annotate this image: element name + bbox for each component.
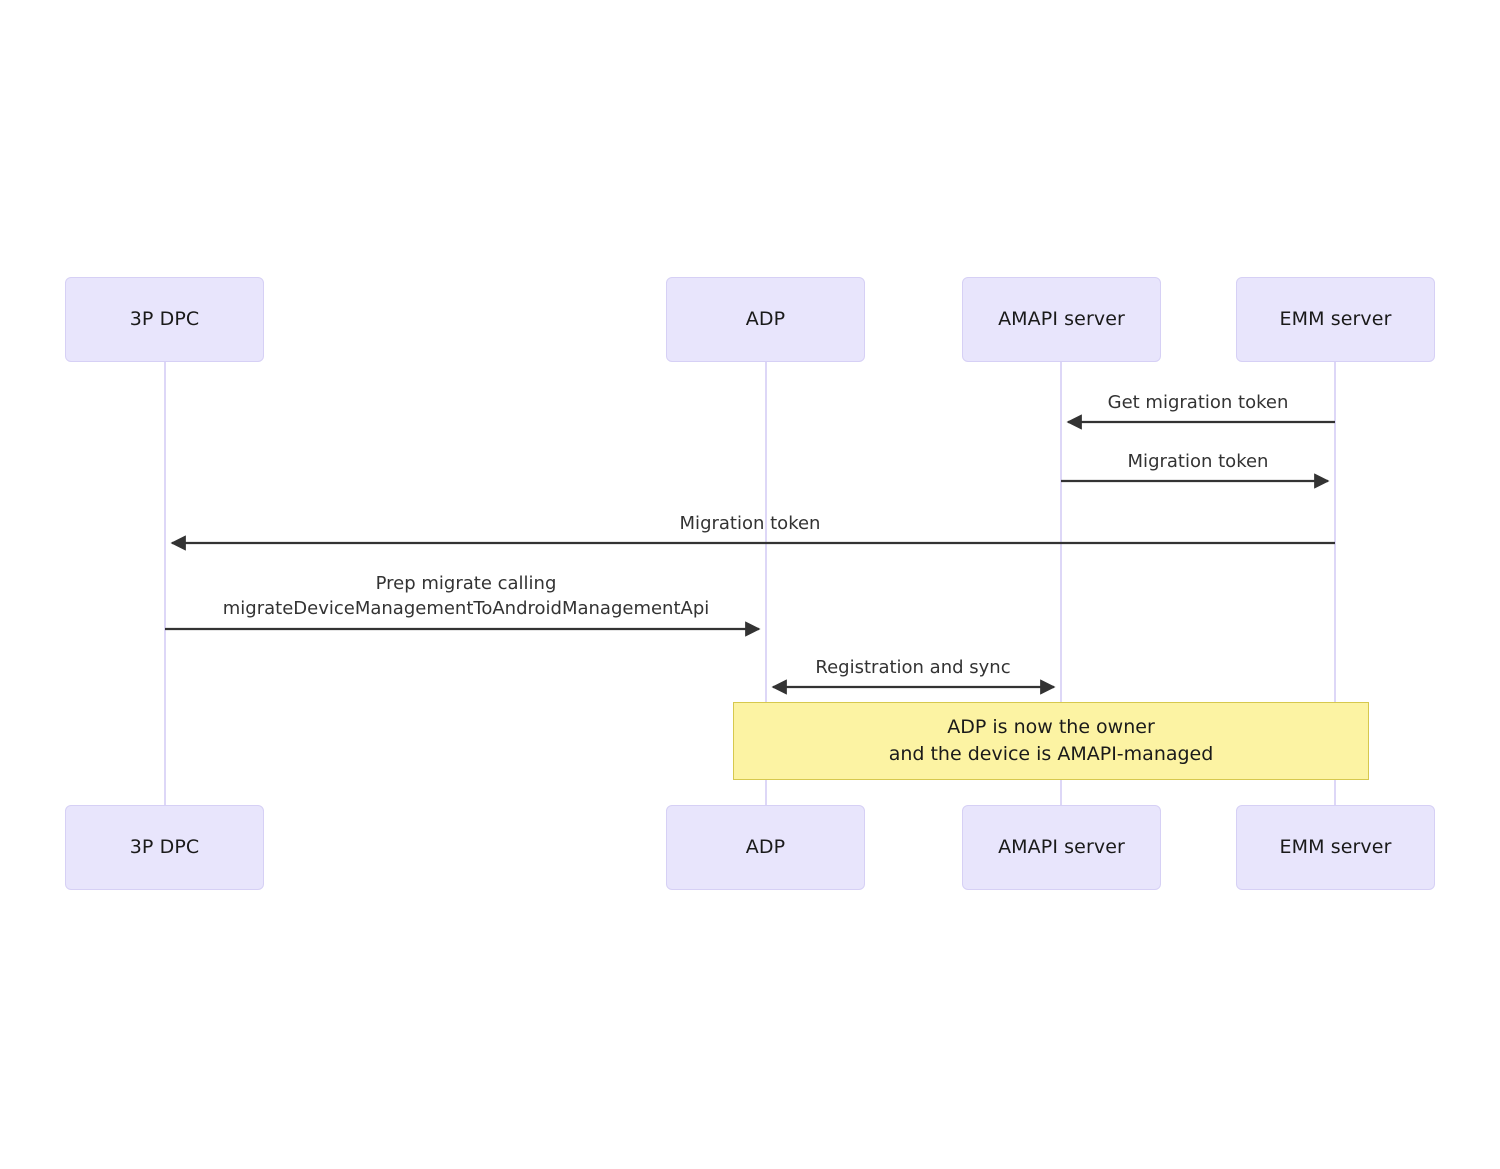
participant-box-top-amapi[interactable]: AMAPI server [962,277,1161,362]
lifeline-dpc [164,362,166,805]
participant-label: ADP [745,836,786,859]
message-text: Migration token [1127,451,1269,472]
message-label-prep-migrate: Prep migrate calling migrateDeviceManage… [223,571,710,621]
participant-box-top-emm[interactable]: EMM server [1236,277,1435,362]
participant-label: EMM server [1279,308,1392,331]
message-text-line1: Prep migrate calling [375,573,557,594]
lifeline-emm [1334,362,1336,805]
participant-box-bottom-emm[interactable]: EMM server [1236,805,1435,890]
note-adp-owner: ADP is now the owner and the device is A… [733,702,1369,780]
message-text-line2: migrateDeviceManagementToAndroidManageme… [222,598,710,619]
participant-box-bottom-dpc[interactable]: 3P DPC [65,805,264,890]
participant-label: ADP [745,308,786,331]
message-text: Migration token [679,513,821,534]
participant-label: AMAPI server [998,836,1125,859]
lifeline-amapi [1060,362,1062,805]
participant-label: 3P DPC [129,836,200,859]
participant-label: AMAPI server [998,308,1125,331]
participant-label: 3P DPC [129,308,200,331]
participant-box-top-adp[interactable]: ADP [666,277,865,362]
message-text: Registration and sync [815,657,1011,678]
note-line-2: and the device is AMAPI-managed [888,743,1214,765]
participant-box-bottom-amapi[interactable]: AMAPI server [962,805,1161,890]
message-label-migration-token-dpc: Migration token [680,511,821,536]
message-label-get-migration-token: Get migration token [1108,390,1289,415]
lifeline-adp [765,362,767,805]
participant-box-top-dpc[interactable]: 3P DPC [65,277,264,362]
message-label-migration-token-emm: Migration token [1128,449,1269,474]
message-label-registration-and-sync: Registration and sync [815,655,1010,680]
message-text: Get migration token [1107,392,1289,413]
participant-box-bottom-adp[interactable]: ADP [666,805,865,890]
note-line-1: ADP is now the owner [947,716,1155,738]
participant-label: EMM server [1279,836,1392,859]
